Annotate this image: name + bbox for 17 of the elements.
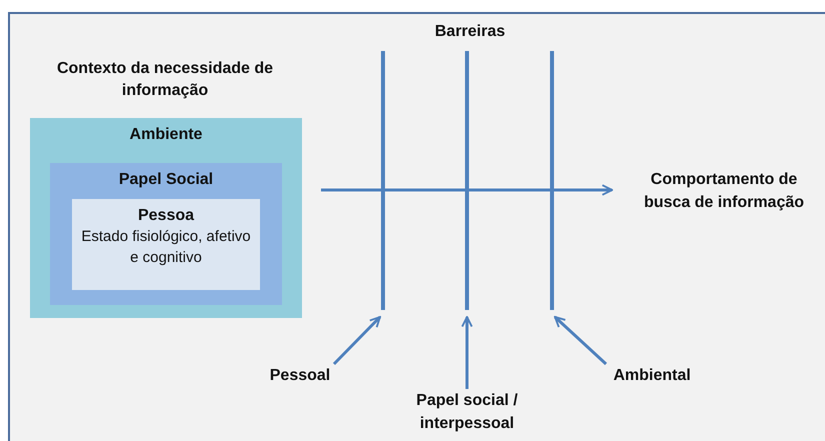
context-box [30,118,302,318]
box-heading: Papel Social [118,170,214,190]
barriers-heading: Barreiras [434,22,506,42]
arrow [321,184,613,196]
role-box [50,163,282,305]
box-body-text: Estado fisiológico, afetivo e cognitivo [80,227,252,268]
box-heading: Ambiente [128,125,204,145]
arrow [332,316,382,366]
outcome-text: Comportamento de busca de informação [642,170,806,213]
context-heading: Contexto da necessidade de informação [56,59,274,101]
box-heading: Pessoa [136,206,196,226]
barrier-type-text: Ambiental [612,366,692,386]
arrow [461,316,473,389]
person-box [72,199,260,290]
barrier-type-text: Pessoal [268,366,332,386]
arrow [554,316,608,366]
barrier-type-text: Papel social / interpessoal [415,391,519,434]
